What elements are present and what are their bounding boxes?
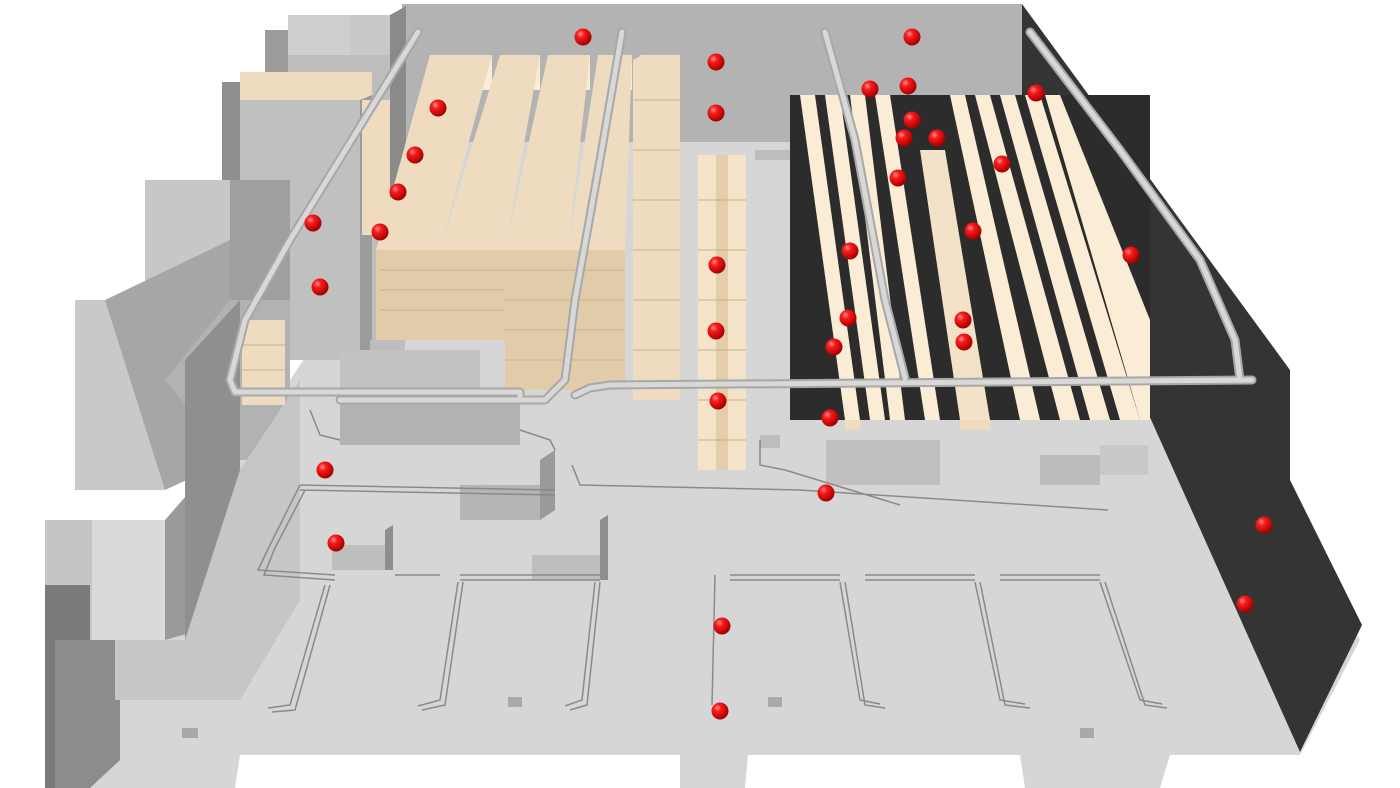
- sensor-marker[interactable]: [821, 409, 839, 427]
- sensor-marker[interactable]: [825, 338, 843, 356]
- sensor-marker[interactable]: [429, 99, 447, 117]
- sensor-marker[interactable]: [1027, 84, 1045, 102]
- sensor-marker[interactable]: [371, 223, 389, 241]
- sensor-marker[interactable]: [389, 183, 407, 201]
- sensor-marker[interactable]: [899, 77, 917, 95]
- sensor-marker[interactable]: [928, 129, 946, 147]
- sensor-marker[interactable]: [889, 169, 907, 187]
- sensor-marker[interactable]: [841, 242, 859, 260]
- storage-rack-group-center: [698, 155, 746, 470]
- overhead-pipe-network: [225, 27, 1257, 405]
- loading-dock-lanes: [256, 409, 1168, 713]
- sensor-marker[interactable]: [707, 104, 725, 122]
- sensor-marker[interactable]: [839, 309, 857, 327]
- storage-rack-group-right: [790, 95, 1150, 430]
- sensor-marker[interactable]: [304, 214, 322, 232]
- sensor-marker[interactable]: [817, 484, 835, 502]
- sensor-marker[interactable]: [895, 129, 913, 147]
- sensor-marker[interactable]: [707, 322, 725, 340]
- sensor-marker[interactable]: [1255, 516, 1273, 534]
- sensor-marker[interactable]: [993, 155, 1011, 173]
- sensor-marker[interactable]: [955, 333, 973, 351]
- sensor-marker[interactable]: [574, 28, 592, 46]
- sensor-marker[interactable]: [861, 80, 879, 98]
- sensor-marker[interactable]: [709, 392, 727, 410]
- sensor-marker[interactable]: [713, 617, 731, 635]
- sensor-marker[interactable]: [903, 111, 921, 129]
- sensor-marker[interactable]: [327, 534, 345, 552]
- sensor-marker[interactable]: [707, 53, 725, 71]
- sensor-markers: [304, 28, 1273, 720]
- sensor-marker[interactable]: [954, 311, 972, 329]
- sensor-marker[interactable]: [1122, 246, 1140, 264]
- sensor-marker[interactable]: [711, 702, 729, 720]
- sensor-marker[interactable]: [964, 222, 982, 240]
- sensor-marker[interactable]: [406, 146, 424, 164]
- sensor-marker[interactable]: [316, 461, 334, 479]
- sensor-marker[interactable]: [708, 256, 726, 274]
- sensor-marker[interactable]: [903, 28, 921, 46]
- sensor-marker[interactable]: [311, 278, 329, 296]
- sensor-marker[interactable]: [1236, 595, 1254, 613]
- storage-rack-group-left: [242, 55, 680, 405]
